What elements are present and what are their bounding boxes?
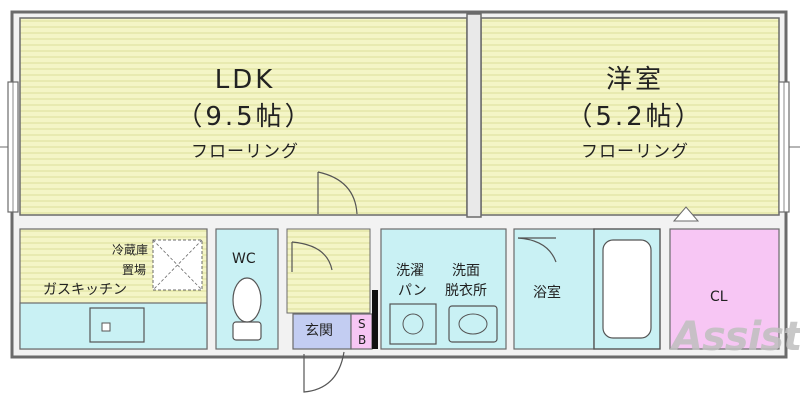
fridge-label-line2: 置場 xyxy=(122,263,147,277)
sink xyxy=(89,307,145,343)
closet-door-mark xyxy=(672,206,700,222)
entrance-floor xyxy=(292,313,352,350)
bathtub-inner xyxy=(602,239,652,339)
faucet xyxy=(101,322,111,332)
room-divider-wall xyxy=(466,13,482,218)
washer-pan xyxy=(389,303,437,345)
western-size: （5.2帖） xyxy=(566,102,704,132)
door-arc-corridor xyxy=(317,171,358,215)
wall-strip xyxy=(372,290,378,349)
wc-label: WC xyxy=(232,251,256,267)
dressing-label-line1: 洗面 xyxy=(452,263,480,279)
dressing-label-line2: 脱衣所 xyxy=(445,283,487,299)
washer-label-line2: パン xyxy=(398,283,427,299)
toilet-tank xyxy=(232,321,262,341)
corridor-floor xyxy=(286,228,371,314)
western-floor xyxy=(480,17,780,216)
bath-floor xyxy=(513,228,595,350)
ldk-label: LDK xyxy=(214,65,276,95)
closet-floor xyxy=(669,228,780,350)
shoebox-label-line1: S xyxy=(358,317,366,331)
ldk-size: （9.5帖） xyxy=(176,102,314,132)
fridge-label-line1: 冷蔵庫 xyxy=(112,243,149,257)
assist-watermark: Assist xyxy=(672,314,800,360)
western-floor-type: フローリング xyxy=(581,142,689,162)
western-label: 洋室 xyxy=(605,65,664,95)
entrance-label: 玄関 xyxy=(305,323,333,339)
closet-label: CL xyxy=(710,289,728,305)
shoebox-label-line2: B xyxy=(358,333,367,347)
door-arc-wc xyxy=(291,241,333,271)
kitchen-label: ガスキッチン xyxy=(43,282,127,298)
door-arc-entrance xyxy=(303,351,345,393)
washer-label-line1: 洗濯 xyxy=(396,263,424,279)
bath-label: 浴室 xyxy=(533,285,561,301)
ldk-floor-type: フローリング xyxy=(191,142,299,162)
ldk-floor xyxy=(19,17,468,216)
washbasin xyxy=(448,305,498,343)
toilet-bowl xyxy=(232,277,262,323)
